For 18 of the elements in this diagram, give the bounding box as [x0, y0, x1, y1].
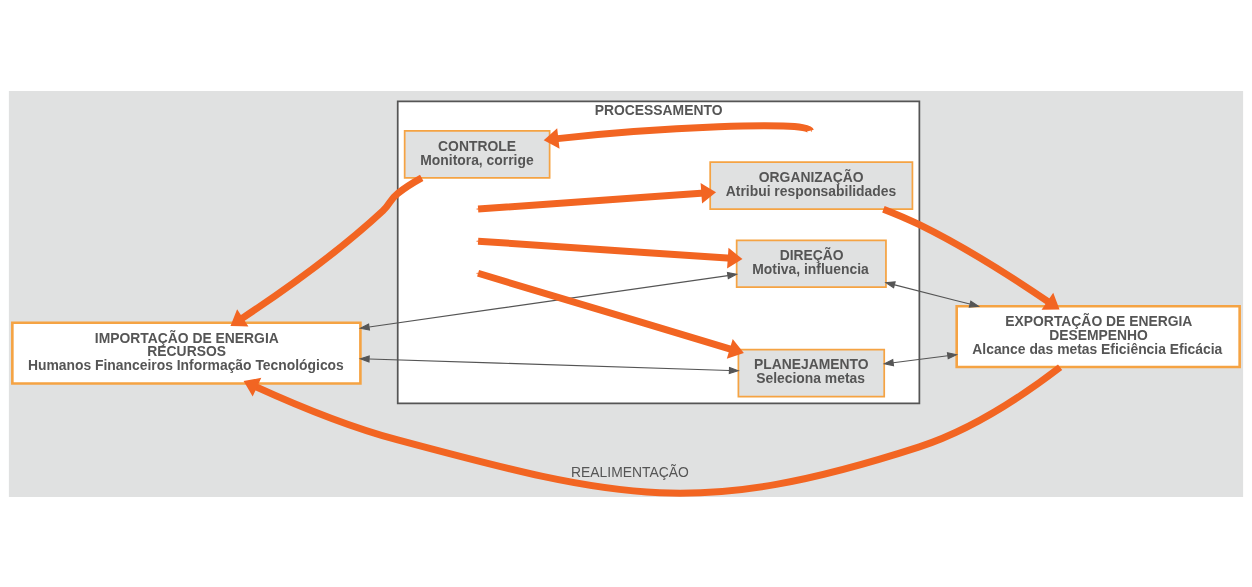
node-box: ORGANIZAÇÃO Atribui responsabilidades [709, 160, 914, 210]
arrow [477, 237, 743, 268]
arrow [884, 280, 981, 308]
arrow [477, 182, 717, 212]
arrow [230, 174, 424, 327]
arrow [358, 354, 740, 374]
arrow [477, 269, 744, 359]
arrow [358, 271, 739, 331]
node-box: CONTROLE Monitora, corrige [403, 129, 551, 179]
node-box: PLANEJAMENTO Seleciona metas [737, 348, 886, 397]
arrow [243, 363, 1063, 496]
arrow [543, 121, 813, 149]
node-box: EXPORTAÇÃO DE ENERGIA DESEMPENHO Alcance das metas Eficiência Eficácia [955, 304, 1241, 368]
arrow [882, 205, 1060, 310]
edge-label: REALIMENTAÇÃO [571, 463, 689, 480]
node-box: IMPORTAÇÃO DE ENERGIA RECURSOS Humanos Financeiros Informação Tecnológicos [11, 320, 362, 385]
arrow [882, 351, 959, 366]
node-box: DIREÇÃO Motiva, influencia [735, 238, 887, 288]
